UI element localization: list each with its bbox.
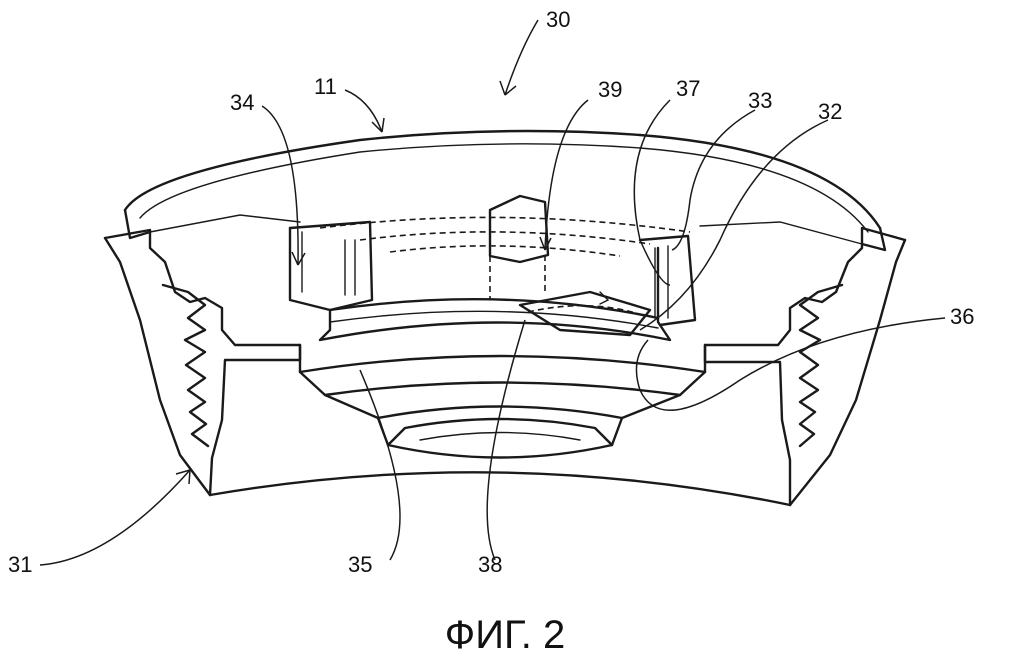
outer-collar [103, 226, 907, 507]
label-38: 38 [478, 552, 502, 577]
label-35: 35 [348, 552, 372, 577]
label-33: 33 [748, 88, 772, 113]
label-36: 36 [950, 304, 974, 329]
lid-cap [123, 129, 887, 257]
leader-lines [39, 19, 946, 566]
label-37: 37 [676, 76, 700, 101]
label-31: 31 [8, 552, 32, 577]
label-34: 34 [230, 90, 254, 115]
insert-ring [288, 194, 697, 342]
reference-numerals: 30 11 34 39 37 33 32 36 31 35 38 [8, 7, 974, 577]
figure-caption: ФИГ. 2 [445, 613, 565, 657]
label-11: 11 [314, 74, 337, 99]
label-39: 39 [598, 77, 622, 102]
label-30: 30 [546, 7, 570, 32]
inner-cup [298, 343, 707, 459]
label-32: 32 [818, 99, 842, 124]
